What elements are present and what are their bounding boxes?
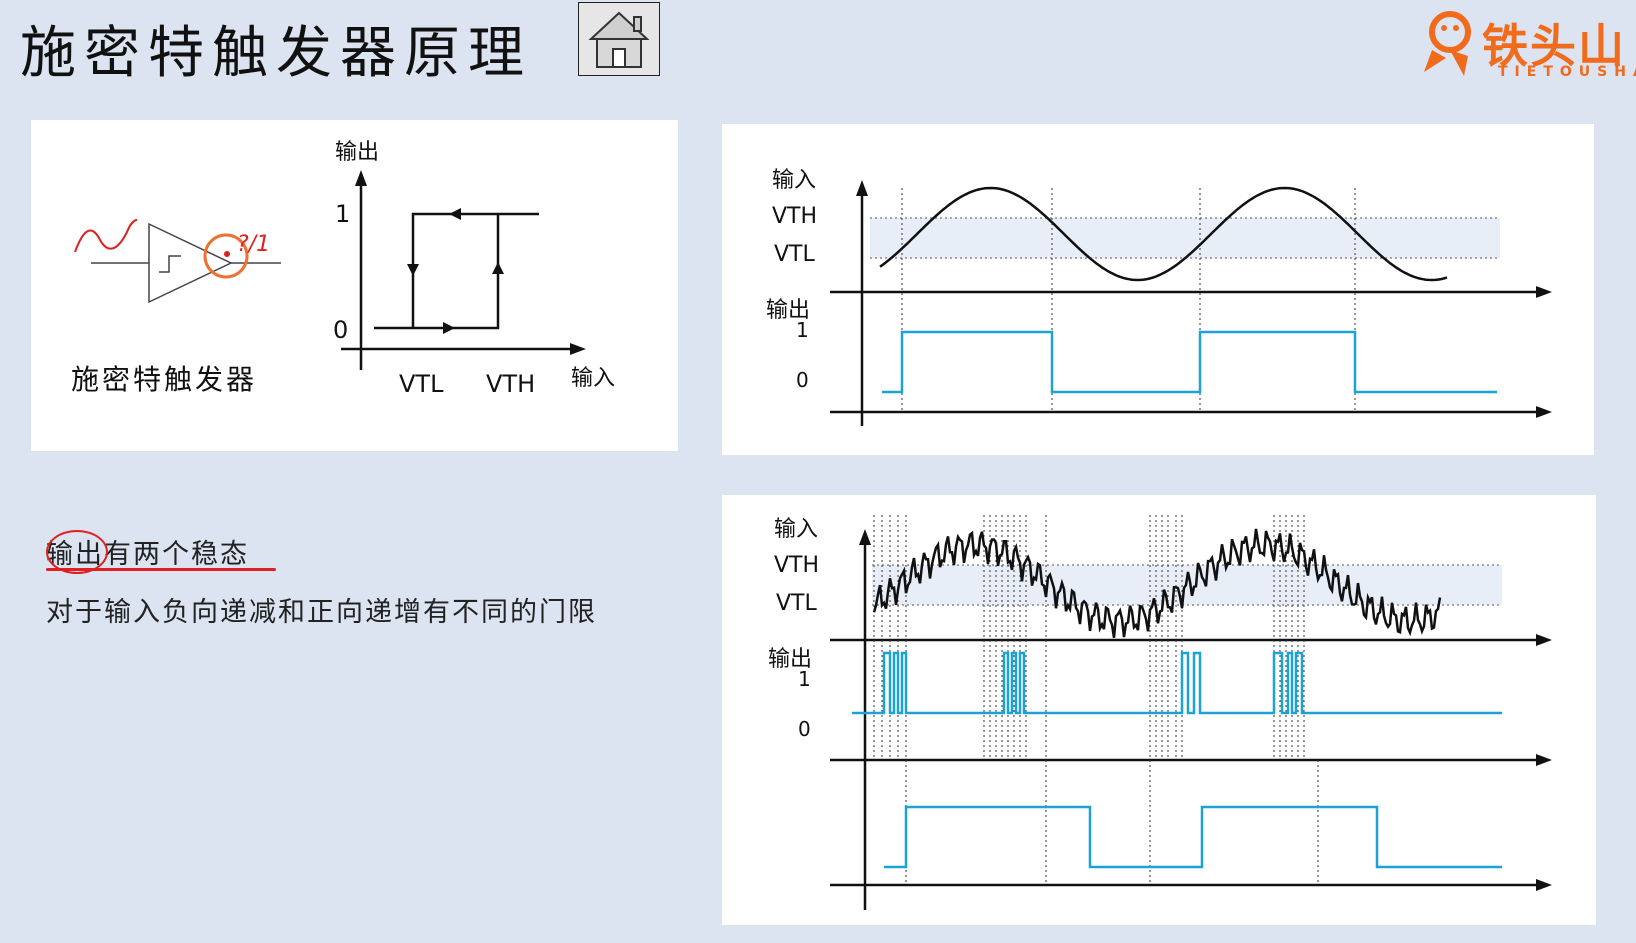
input-label: 输入 (774, 517, 819, 542)
input-sine-wave (879, 186, 1448, 282)
brand-logo: 铁头山 TIETOUSHA (1420, 6, 1636, 86)
sketch-input-wave (74, 219, 138, 253)
input-label: 输入 (772, 168, 817, 193)
noisy-input-wave (872, 528, 1442, 638)
level-zero-label: 0 (798, 717, 811, 741)
hysteresis-y-label: 输出 (335, 140, 380, 165)
output-square-wave (882, 330, 1497, 394)
sketch-annotation: ?/1 (237, 232, 271, 257)
clean-signal-plot (830, 180, 1552, 426)
vtl-label: VTL (776, 591, 817, 616)
noisy-signal-plot (830, 515, 1552, 910)
line1-rest: 有两个稳态 (104, 539, 249, 570)
x-axis-arrow (570, 343, 586, 355)
level-zero-label: 0 (796, 368, 809, 392)
hysteresis-diagram (74, 170, 586, 370)
hysteresis-symbol (159, 255, 181, 273)
comparator-output-wave (852, 651, 1502, 715)
tick-x-vth: VTH (486, 370, 536, 398)
vth-label: VTH (774, 553, 820, 578)
red-underline-annotation (46, 568, 276, 571)
hysteresis-panel: 输出 输入 1 0 VTL VTH 施密特触发器 ?/1 (31, 120, 678, 451)
tick-x-vtl: VTL (399, 370, 444, 398)
level-one-label: 1 (796, 318, 809, 342)
logo-text: 铁头山 (1482, 19, 1626, 73)
tick-y-1: 1 (335, 200, 351, 228)
tick-y-0: 0 (333, 316, 349, 344)
level-one-label: 1 (798, 667, 811, 691)
home-button[interactable] (578, 2, 660, 76)
logo-subtitle: TIETOUSHA (1498, 64, 1636, 80)
schmitt-output-wave (884, 805, 1502, 869)
output-circle-annotation (203, 233, 249, 279)
threshold-band (870, 218, 1500, 258)
trigger-caption: 施密特触发器 (71, 363, 258, 396)
mascot-icon (1424, 11, 1471, 76)
y-axis-arrow (355, 170, 367, 186)
page-title: 施密特触发器原理 (20, 21, 532, 86)
vth-label: VTH (772, 204, 818, 229)
description-line-2: 对于输入负向递减和正向递增有不同的门限 (46, 597, 597, 628)
vtl-label: VTL (774, 242, 815, 267)
hysteresis-x-label: 输入 (571, 366, 616, 391)
output-label: 输出 (768, 647, 813, 672)
clean-signal-panel: 输入 VTH VTL 输出 1 0 (722, 124, 1594, 455)
noisy-signal-panel: 输入 VTH VTL 输出 1 0 (722, 495, 1596, 925)
home-icon (588, 11, 650, 68)
red-circle-annotation (46, 530, 108, 574)
output-label: 输出 (766, 298, 811, 323)
